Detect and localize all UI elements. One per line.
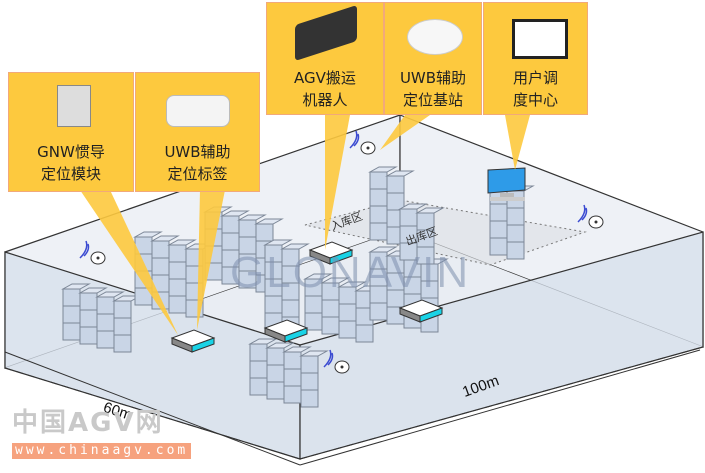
brand-watermark: GLONAVIN — [230, 248, 471, 297]
callout-label: 度中心 — [512, 91, 558, 109]
shelf-rack — [368, 166, 415, 245]
uwb-beacon — [79, 240, 106, 265]
callout-label: 机器人 — [302, 91, 348, 109]
uwb-beacon — [577, 204, 604, 229]
agv-robot-icon — [295, 4, 357, 62]
callout-label: 用户调 — [512, 69, 558, 87]
callout-label: AGV搬运 — [294, 69, 356, 87]
callout-label: GNW惯导 — [37, 143, 105, 161]
callout-pointer-gnw — [80, 190, 178, 335]
length-dimension-line — [299, 349, 701, 466]
callout-pointer-uwb-tag — [197, 190, 225, 330]
agv-robot — [308, 241, 354, 265]
dispatch-monitor — [487, 167, 526, 201]
front-right-wall — [299, 231, 704, 460]
callout-pointer-agv — [325, 115, 350, 250]
shelf-rack — [248, 338, 329, 408]
callout-uwb-tag: UWB辅助 定位标签 — [135, 72, 260, 192]
agv-robot — [170, 329, 216, 353]
shelf-rack — [398, 203, 445, 265]
callout-dispatch: 用户调 度中心 — [483, 2, 588, 115]
ins-module-icon — [57, 85, 91, 127]
floor-edge-dashed — [299, 346, 704, 460]
site-watermark-url: www.chinaagv.com — [12, 443, 192, 459]
agv-robot — [263, 319, 309, 343]
callout-label: 定位基站 — [402, 91, 463, 109]
callout-pointer-dispatch — [505, 115, 530, 170]
callout-label: UWB辅助 — [164, 143, 231, 161]
callout-label: UWB辅助 — [399, 69, 467, 87]
callout-pointer-uwb-base — [380, 115, 430, 150]
site-watermark-name: 中国AGV网 — [12, 408, 164, 438]
floor-edge-dashed — [4, 367, 301, 460]
width-dimension-line — [4, 351, 301, 466]
uwb-beacon — [323, 349, 350, 374]
callout-agv: AGV搬运 机器人 — [266, 2, 384, 115]
uwb-base-station-icon — [407, 19, 463, 55]
callout-label: 定位标签 — [167, 165, 228, 183]
monitor-icon — [512, 19, 568, 59]
uwb-tag-icon — [166, 95, 230, 127]
callout-gnw: GNW惯导 定位模块 — [8, 72, 134, 192]
shelf-rack — [61, 283, 142, 353]
callout-label: 定位模块 — [40, 165, 101, 183]
callout-uwb-base: UWB辅助 定位基站 — [384, 2, 482, 115]
agv-robot — [398, 299, 444, 323]
uwb-beacon — [349, 130, 376, 155]
